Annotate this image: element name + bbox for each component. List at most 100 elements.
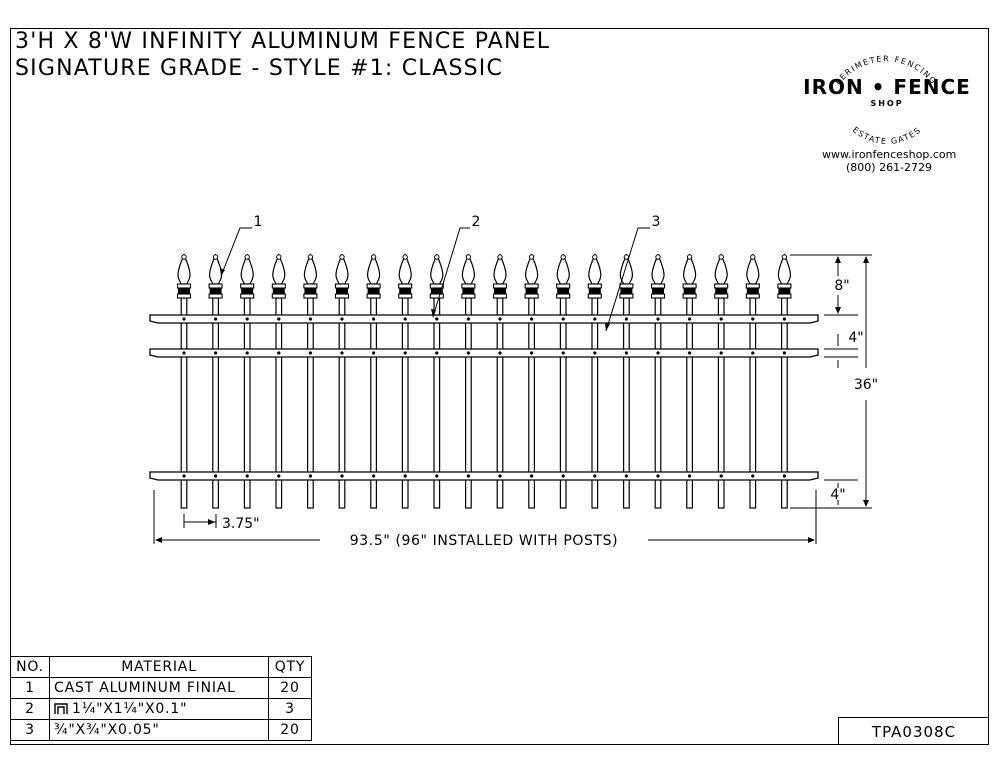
bom-row-qty: 3: [268, 698, 312, 720]
rivet: [466, 474, 470, 478]
callout-1: 1: [254, 214, 263, 230]
logo-website: www.ironfenceshop.com: [822, 148, 957, 161]
rivet: [308, 474, 312, 478]
picket: [366, 253, 381, 509]
rivet: [593, 351, 597, 355]
rivet: [561, 317, 565, 321]
rivet: [435, 317, 439, 321]
rivet: [498, 474, 502, 478]
bottom-rail: [149, 471, 819, 481]
picket: [461, 253, 476, 509]
bom-row: 1 CAST ALUMINUM FINIAL 20: [10, 677, 312, 699]
drawing-title-line1: 3'H X 8'W INFINITY ALUMINUM FENCE PANEL: [15, 29, 551, 54]
dim-finial-height: 8": [834, 278, 849, 294]
bom-row-no: 2: [10, 698, 50, 720]
dim-total-height: 36": [854, 377, 878, 393]
rivet: [372, 317, 376, 321]
picket: [745, 253, 760, 509]
rivet: [245, 474, 249, 478]
rivet: [688, 351, 692, 355]
rivet: [340, 474, 344, 478]
bill-of-materials-table: NO. MATERIAL QTY 1 CAST ALUMINUM FINIAL …: [10, 656, 312, 741]
picket: [777, 253, 792, 509]
bom-row-material: CAST ALUMINUM FINIAL: [49, 677, 269, 699]
bom-row-material: 1¼"X1¼"X0.1": [72, 701, 188, 717]
drawing-title-line2: SIGNATURE GRADE - STYLE #1: CLASSIC: [15, 56, 504, 81]
picket: [492, 253, 508, 509]
rivet: [688, 317, 692, 321]
dim-rail-bottom: 4": [830, 487, 845, 503]
rivet: [719, 317, 723, 321]
picket: [398, 253, 413, 509]
channel-profile-icon: [54, 703, 68, 714]
callout-3: 3: [652, 214, 661, 230]
rivet: [277, 474, 281, 478]
picket: [334, 253, 350, 509]
bom-row-no: 1: [10, 677, 50, 699]
rivet: [403, 474, 407, 478]
rivet: [372, 351, 376, 355]
rivet: [593, 474, 597, 478]
picket: [303, 253, 318, 509]
rivets: [182, 317, 787, 478]
bom-row-material: ¾"X¾"X0.05": [49, 719, 269, 741]
logo-sub: SHOP: [870, 99, 903, 108]
bom-header-row: NO. MATERIAL QTY: [10, 656, 312, 678]
picket: [176, 253, 192, 509]
rivet: [340, 351, 344, 355]
rivet: [530, 474, 534, 478]
rivet: [182, 351, 186, 355]
callout-2: 2: [472, 214, 481, 230]
bom-row-no: 3: [10, 719, 50, 741]
rivet: [782, 317, 787, 321]
picket: [650, 253, 666, 509]
rivet: [530, 351, 534, 355]
rivet: [624, 351, 629, 355]
rivet: [182, 317, 186, 321]
rivet: [214, 351, 218, 355]
rivet: [372, 474, 376, 478]
logo-phone: (800) 261-2729: [846, 161, 933, 174]
picket: [714, 253, 729, 509]
bom-row: 2 1¼"X1¼"X0.1" 3: [10, 698, 312, 720]
rails: [149, 314, 819, 481]
rivet: [182, 474, 186, 478]
picket: [556, 253, 571, 509]
rivet: [688, 474, 692, 478]
rivet: [340, 317, 344, 321]
picket: [619, 253, 634, 509]
bom-row-qty: 20: [268, 677, 312, 699]
rivet: [624, 474, 629, 478]
logo-bottom-arc: ESTATE GATES: [851, 125, 923, 146]
picket: [271, 253, 286, 509]
picket: [682, 253, 697, 509]
logo-brand: IRON • FENCE: [803, 75, 971, 99]
rivet: [498, 351, 502, 355]
drawing-sheet-border: [10, 28, 989, 745]
rivet: [593, 317, 597, 321]
rivet: [498, 317, 502, 321]
rivet: [624, 317, 629, 321]
rivet: [782, 351, 787, 355]
picket: [524, 253, 539, 509]
rivet: [403, 317, 407, 321]
bom-row-material-cell: 1¼"X1¼"X0.1": [49, 698, 269, 720]
rivet: [751, 351, 755, 355]
rivet: [308, 351, 312, 355]
picket: [587, 253, 602, 509]
callout-arrowheads: [220, 268, 610, 331]
width-dimension-arrows: [155, 519, 815, 543]
rivet: [656, 474, 660, 478]
rivet: [719, 351, 723, 355]
rivet: [656, 317, 660, 321]
bom-header-material: MATERIAL: [49, 656, 269, 678]
rivet: [466, 351, 470, 355]
rivet: [782, 474, 787, 478]
rivet: [403, 351, 407, 355]
picket-group: [176, 253, 792, 509]
rivet: [530, 317, 534, 321]
callout-leaders: [220, 227, 650, 332]
bom-header-no: NO.: [10, 656, 50, 678]
rivet: [214, 317, 218, 321]
rivet: [308, 317, 312, 321]
